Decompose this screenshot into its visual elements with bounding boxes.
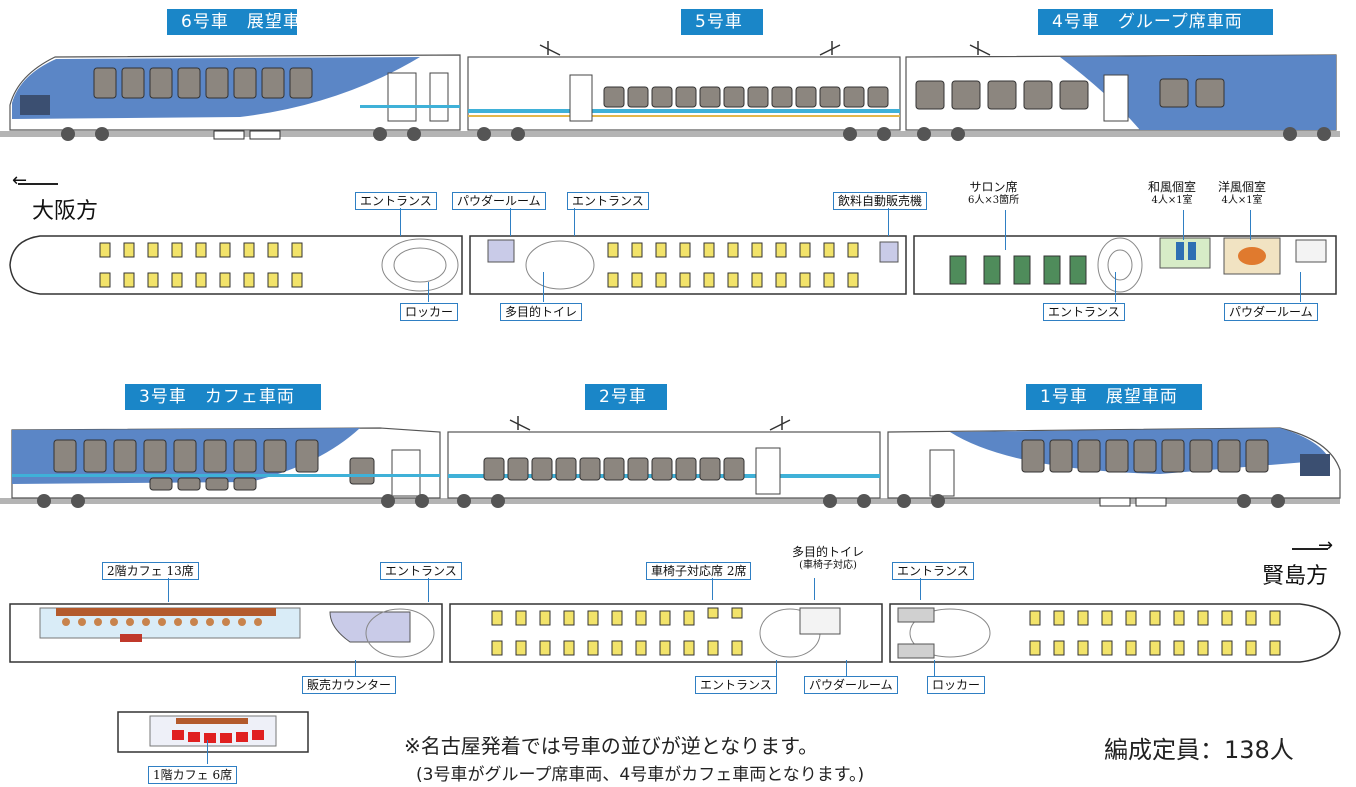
leader-entrance-f — [776, 660, 777, 676]
car6-title: 6号車 展望車両 — [167, 9, 318, 35]
label-powder-a: パウダールーム — [452, 192, 546, 210]
label-entrance-b: エントランス — [567, 192, 649, 210]
direction-left: 大阪方 — [32, 199, 99, 224]
left-arrow-line — [18, 183, 58, 185]
label-western-room: 洋風個室 4人×1室 — [1218, 180, 1266, 208]
label-powder-c: パウダールーム — [804, 676, 898, 694]
leader-locker — [428, 282, 429, 302]
car4-title: 4号車 グループ席車両 — [1038, 9, 1273, 35]
right-arrow-head-icon: → — [1318, 535, 1334, 556]
japanese-line2: 4人×1室 — [1151, 195, 1193, 206]
note-line2: (3号車がグループ席車両、4号車がカフェ車両となります。) — [416, 765, 865, 785]
floor-plan-bottom — [9, 603, 1341, 663]
cafe-1f-plan — [117, 711, 309, 753]
western-line1: 洋風個室 — [1218, 180, 1267, 194]
label-vending: 飲料自動販売機 — [833, 192, 928, 210]
leader-entrance-c — [1115, 272, 1116, 302]
note-line1: ※名古屋発着では号車の並びが逆となります。 — [404, 734, 819, 758]
leader-powder-a — [510, 208, 511, 236]
car1-title: 1号車 展望車両 — [1026, 384, 1202, 410]
label-entrance-a: エントランス — [355, 192, 437, 210]
floor-plan-top — [9, 235, 1337, 295]
car3-title: 3号車 カフェ車両 — [125, 384, 321, 410]
label-salon: サロン席 6人×3箇所 — [968, 180, 1019, 208]
label-toilet-top: 多目的トイレ — [500, 303, 583, 321]
label-toilet-accessible: 多目的トイレ (車椅子対応) — [792, 545, 864, 573]
label-entrance-f: エントランス — [695, 676, 777, 694]
leader-vending — [888, 208, 889, 236]
label-entrance-c: エントランス — [1043, 303, 1125, 321]
label-locker-top: ロッカー — [400, 303, 459, 321]
label-cafe-1f: 1階カフェ 6席 — [148, 766, 238, 784]
western-line2: 4人×1室 — [1221, 195, 1263, 206]
label-counter: 販売カウンター — [302, 676, 397, 694]
leader-cafe-2f — [168, 578, 169, 602]
leader-wheelchair — [712, 578, 713, 600]
left-arrow-head-icon: ← — [12, 170, 28, 191]
label-entrance-d: エントランス — [380, 562, 462, 580]
label-locker-bottom: ロッカー — [927, 676, 986, 694]
car5-title: 5号車 — [681, 9, 763, 35]
label-wheelchair: 車椅子対応席 2席 — [646, 562, 752, 580]
japanese-line1: 和風個室 — [1148, 180, 1197, 194]
toilet-line1: 多目的トイレ — [792, 545, 865, 559]
salon-line1: サロン席 — [969, 180, 1018, 194]
leader-locker-bottom — [934, 660, 935, 676]
leader-salon — [1005, 210, 1006, 250]
toilet-line2: (車椅子対応) — [799, 560, 857, 571]
label-cafe-2f: 2階カフェ 13席 — [102, 562, 199, 580]
leader-toilet — [543, 272, 544, 302]
leader-entrance-b — [574, 208, 575, 236]
train-side-view-bottom — [0, 416, 1341, 508]
capacity-text: 編成定員：138人 — [1104, 736, 1294, 764]
leader-japanese — [1183, 210, 1184, 240]
leader-cafe-1f — [207, 740, 208, 764]
leader-entrance-a — [400, 208, 401, 236]
label-entrance-e: エントランス — [892, 562, 974, 580]
train-side-view-top — [0, 41, 1340, 141]
label-japanese-room: 和風個室 4人×1室 — [1148, 180, 1196, 208]
car2-title: 2号車 — [585, 384, 667, 410]
salon-line2: 6人×3箇所 — [968, 195, 1020, 206]
direction-right: 賢島方 — [1262, 564, 1329, 589]
leader-powder-b — [1300, 272, 1301, 302]
leader-toilet-accessible — [814, 578, 815, 600]
leader-powder-c — [846, 660, 847, 676]
label-powder-b: パウダールーム — [1224, 303, 1318, 321]
leader-entrance-e — [920, 578, 921, 600]
leader-counter — [355, 660, 356, 676]
leader-entrance-d — [428, 578, 429, 602]
leader-western — [1250, 210, 1251, 240]
right-arrow-line — [1292, 548, 1328, 550]
